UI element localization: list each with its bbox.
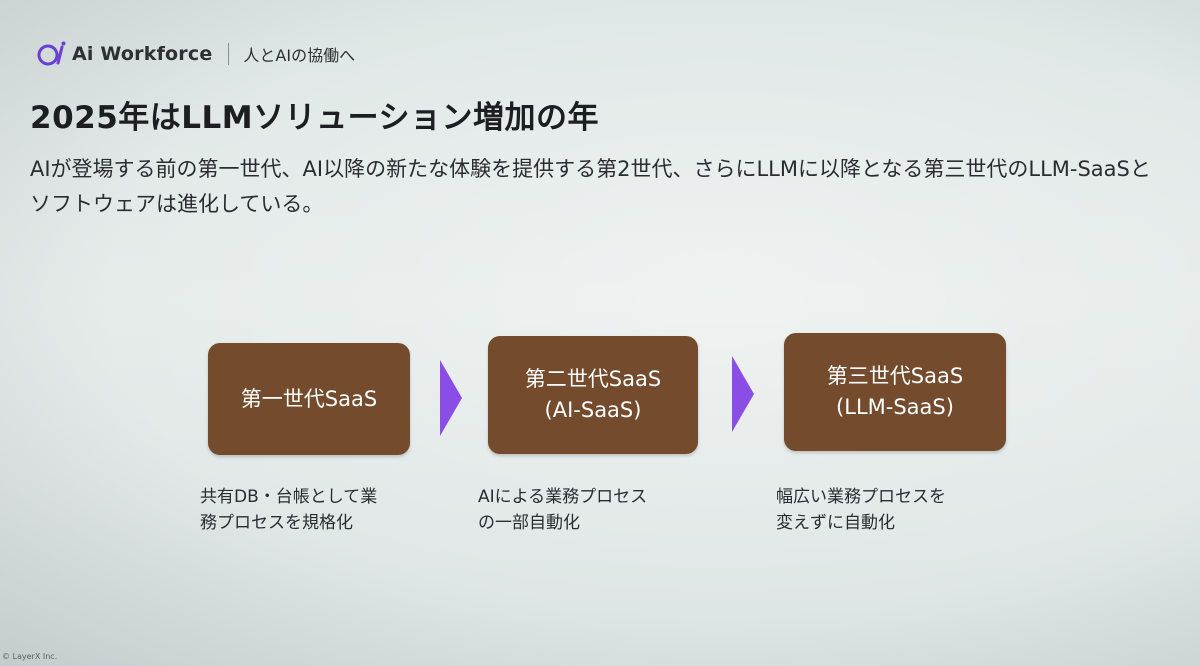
generation-caption-first: 共有DB・台帳として業 務プロセスを規格化	[200, 484, 377, 536]
generation-label: 第三世代SaaS	[826, 364, 964, 388]
generation-box-first: 第一世代SaaS	[208, 343, 410, 455]
generation-sublabel: (AI-SaaS)	[544, 398, 642, 422]
header-tagline: 人とAIの協働へ	[243, 46, 356, 65]
slide-header: Ai Workforce 人とAIの協働へ	[36, 38, 355, 70]
generation-box-third: 第三世代SaaS (LLM-SaaS)	[784, 333, 1006, 451]
chevron-right-icon	[732, 356, 754, 432]
generation-label: 第二世代SaaS	[524, 367, 662, 391]
caption-line: 幅広い業務プロセスを	[776, 487, 946, 507]
generation-box-second: 第二世代SaaS (AI-SaaS)	[488, 336, 698, 454]
caption-line: 共有DB・台帳として業	[200, 487, 378, 507]
brand-name: Ai Workforce	[72, 43, 213, 65]
generation-caption-second: AIによる業務プロセス の一部自動化	[478, 484, 647, 536]
generation-caption-third: 幅広い業務プロセスを 変えずに自動化	[776, 484, 946, 536]
header-divider	[228, 43, 230, 65]
copyright-notice: © LayerX Inc.	[2, 652, 58, 661]
caption-line: AIによる業務プロセス	[478, 487, 648, 507]
caption-line: 変えずに自動化	[776, 513, 895, 533]
caption-line: 務プロセスを規格化	[200, 513, 353, 533]
slide-description: AIが登場する前の第一世代、AI以降の新たな体験を提供する第2世代、さらにLLM…	[30, 157, 1151, 216]
generation-label: 第一世代SaaS	[240, 386, 378, 411]
generation-sublabel: (LLM-SaaS)	[836, 395, 954, 419]
chevron-right-icon	[440, 360, 462, 436]
page-title: 2025年はLLMソリューション増加の年	[30, 100, 600, 136]
ai-workforce-logo-icon	[37, 41, 66, 66]
caption-line: の一部自動化	[478, 513, 580, 533]
